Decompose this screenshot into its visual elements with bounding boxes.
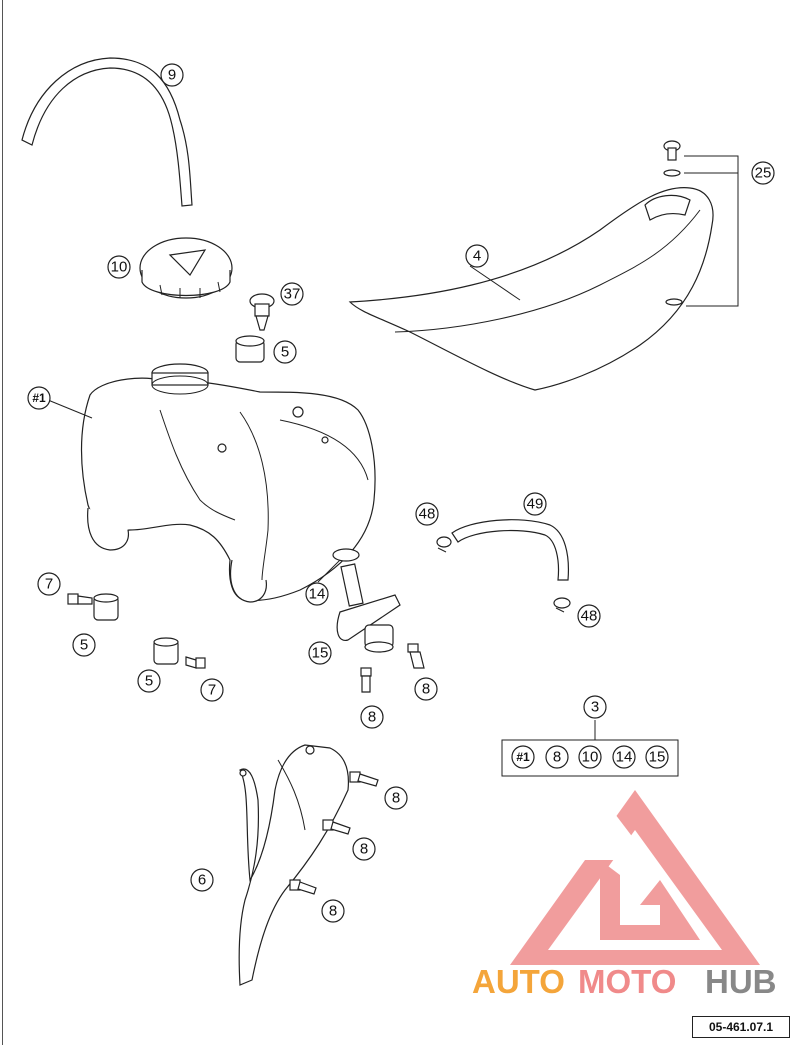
svg-text:8: 8 [360,841,368,858]
fuel-tap [336,563,401,653]
frame-left-border [2,0,3,1045]
callout-10: 10 [107,255,131,279]
callout-49: 49 [523,492,547,516]
callout-3: 3 [583,695,607,719]
svg-text:7: 7 [45,576,53,593]
callout-8-tap-right: 8 [414,677,438,701]
bushing-left-upper [93,593,119,621]
svg-text:8: 8 [368,709,376,726]
svg-text:4: 4 [473,248,481,265]
screw-8-panel-3 [289,879,317,895]
svg-text:6: 6 [198,872,206,889]
svg-text:HUB: HUB [705,963,777,1000]
callout-7-lower: 7 [200,678,224,702]
svg-text:#1: #1 [32,391,46,405]
svg-text:48: 48 [419,506,436,523]
svg-text:14: 14 [616,749,633,766]
diagram-reference-code: 05-461.07.1 [692,1016,790,1038]
breather-hose [21,57,193,207]
kit-item-4: 14 [612,745,636,769]
hose-clamp-top [436,536,452,553]
bolt-7-upper [67,593,93,605]
svg-text:25: 25 [755,165,772,182]
side-panel [238,744,350,986]
svg-text:5: 5 [281,344,289,361]
fuel-hose [451,519,570,581]
bushing-left-lower [153,637,179,665]
svg-text:AUTO: AUTO [472,963,565,1000]
kit-item-3: 10 [578,745,602,769]
fuel-cap [139,237,233,299]
kit-item-5: 15 [645,745,669,769]
o-ring [332,548,360,562]
callout-9: 9 [160,63,184,87]
kit-item-2: 8 [545,745,569,769]
svg-text:#1: #1 [516,750,530,764]
screw-8-panel-1 [349,771,379,787]
screw-8-panel-2 [322,819,351,835]
svg-text:7: 7 [208,682,216,699]
svg-text:10: 10 [582,749,599,766]
svg-text:37: 37 [284,286,301,303]
seat [348,187,714,391]
callout-4: 4 [465,244,489,268]
callout-6: 6 [190,868,214,892]
svg-text:10: 10 [111,259,128,276]
kit-item-1: #1 [511,745,535,769]
seat-fasteners [663,140,739,307]
callout-8-tap-left: 8 [360,705,384,729]
svg-text:15: 15 [312,645,329,662]
callout-5-left: 5 [72,633,96,657]
fuel-tank [80,363,376,603]
svg-text:5: 5 [145,673,153,690]
callout-5-top: 5 [273,340,297,364]
svg-text:49: 49 [527,496,544,513]
callout-8-panel-2: 8 [352,837,376,861]
watermark-text: AUTO MOTO HUB [472,963,777,1000]
callout-5-lower: 5 [137,669,161,693]
callout-15: 15 [308,641,332,665]
svg-text:9: 9 [168,67,176,84]
svg-text:5: 5 [80,637,88,654]
callout-8-panel-1: 8 [384,786,408,810]
callout-7-upper: 7 [37,572,61,596]
svg-text:8: 8 [553,749,561,766]
callout-48-bottom: 48 [577,604,601,628]
svg-text:MOTO: MOTO [578,963,676,1000]
svg-text:8: 8 [422,681,430,698]
svg-text:15: 15 [649,749,666,766]
callout-37: 37 [280,282,304,306]
svg-text:14: 14 [309,586,326,603]
callout-25: 25 [751,161,775,185]
bushing-top [235,335,265,363]
hose-clamp-bottom [553,597,571,613]
screw-37 [249,293,275,331]
leader-lines [47,265,596,740]
watermark-logo [510,790,760,965]
svg-text:3: 3 [591,699,599,716]
bolt-7-lower [185,656,206,669]
svg-text:48: 48 [581,608,598,625]
callout-14: 14 [305,582,329,606]
callout-8-panel-3: 8 [321,899,345,923]
screw-8-tap-left [360,667,372,693]
svg-text:8: 8 [392,790,400,807]
screw-8-tap-right [407,643,425,669]
callout-1: #1 [27,386,51,410]
svg-text:8: 8 [329,903,337,920]
callout-48-top: 48 [415,502,439,526]
